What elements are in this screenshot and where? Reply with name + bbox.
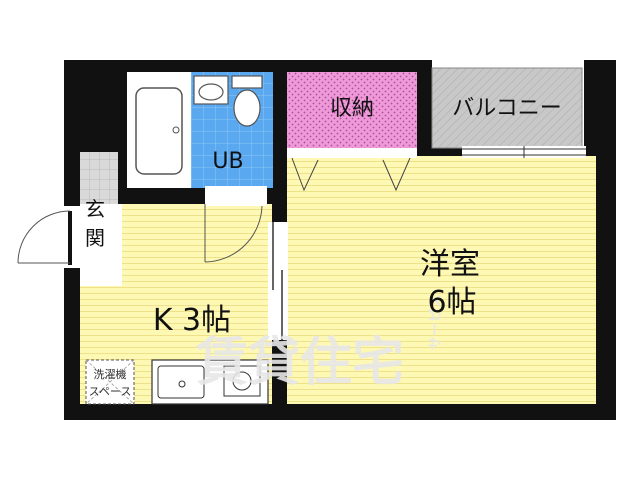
washer-space: 洗濯機 スペース [85,359,135,405]
bath-door [204,186,267,263]
western-room-size: 6帖 [427,285,476,320]
washer-label-line2: スペース [89,385,132,398]
watermark-sub: サービス [428,294,444,350]
bathroom-label: UB [212,149,243,174]
storage-closet [287,72,417,150]
western-room-label: 洋室 [420,247,480,282]
washer-label-line1: 洗濯機 [94,367,127,381]
western-room-floor [287,156,596,404]
balcony-window [462,146,586,158]
watermark-main: 賃貸住宅 [195,333,404,393]
entrance-label-2: 関 [85,226,105,250]
balcony-label: バルコニー [452,96,562,121]
entrance-label-1: 玄 [85,197,105,221]
unit-bath [127,72,273,188]
balcony [431,67,583,149]
entry-door [17,206,82,268]
storage-doors [287,148,417,192]
sliding-door [268,222,288,340]
kitchen-counter [151,359,269,405]
kitchen-label: K 3帖 [153,303,231,338]
storage-label: 収納 [330,96,374,121]
watermark: 賃貸住宅 サービス [195,294,444,393]
